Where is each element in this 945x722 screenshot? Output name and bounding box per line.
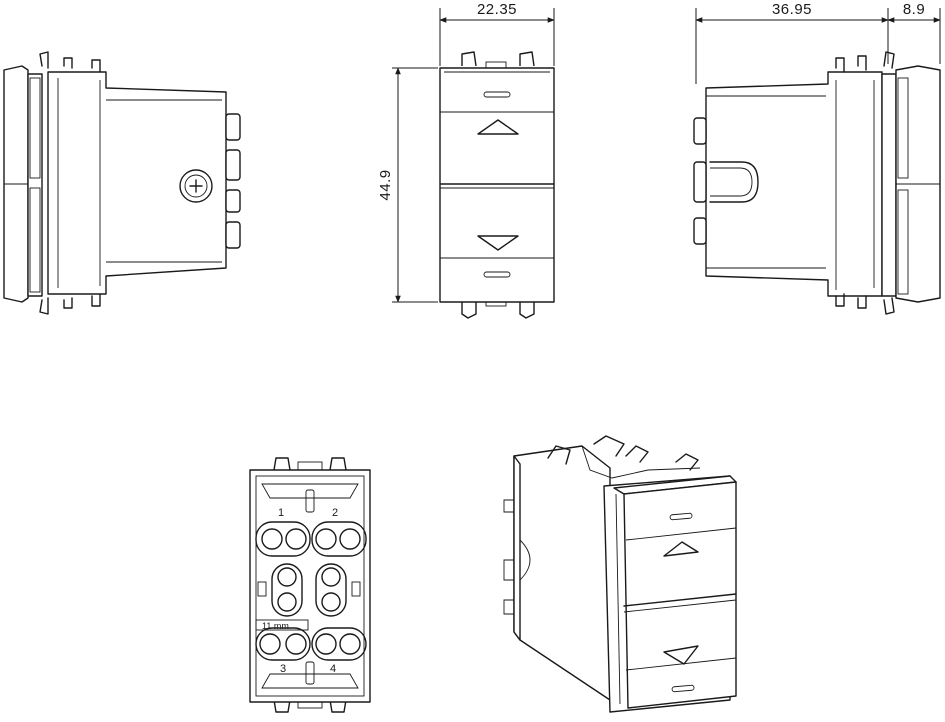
terminal-label-4: 4 (330, 663, 336, 675)
strip-length-label: 11 mm (262, 621, 289, 631)
terminal-label-3: 3 (280, 663, 286, 675)
front-view (439, 51, 555, 319)
dimension-side-depth: 36.95 8.9 (695, 1, 941, 84)
terminal-label-1: 1 (278, 507, 284, 519)
dim-side-flange-text: 8.9 (903, 1, 925, 18)
dim-front-width-text: 22.35 (477, 1, 517, 18)
terminal-label-2: 2 (332, 507, 338, 519)
left-side-view (3, 51, 241, 315)
dim-side-depth-text: 36.95 (772, 1, 812, 18)
dimension-front-height: 44.9 (377, 67, 438, 303)
right-side-view (693, 51, 941, 315)
back-view: 1 2 3 4 11 mm (249, 457, 371, 713)
isometric-view (503, 435, 737, 713)
arrow-down-icon (477, 235, 519, 251)
iso-arrow-down-icon (663, 645, 699, 665)
dim-front-height-text: 44.9 (377, 169, 394, 200)
iso-arrow-up-icon (663, 541, 699, 557)
arrow-up-icon (477, 119, 519, 135)
dimension-front-width: 22.35 (439, 1, 555, 66)
screw-icon (179, 169, 213, 203)
